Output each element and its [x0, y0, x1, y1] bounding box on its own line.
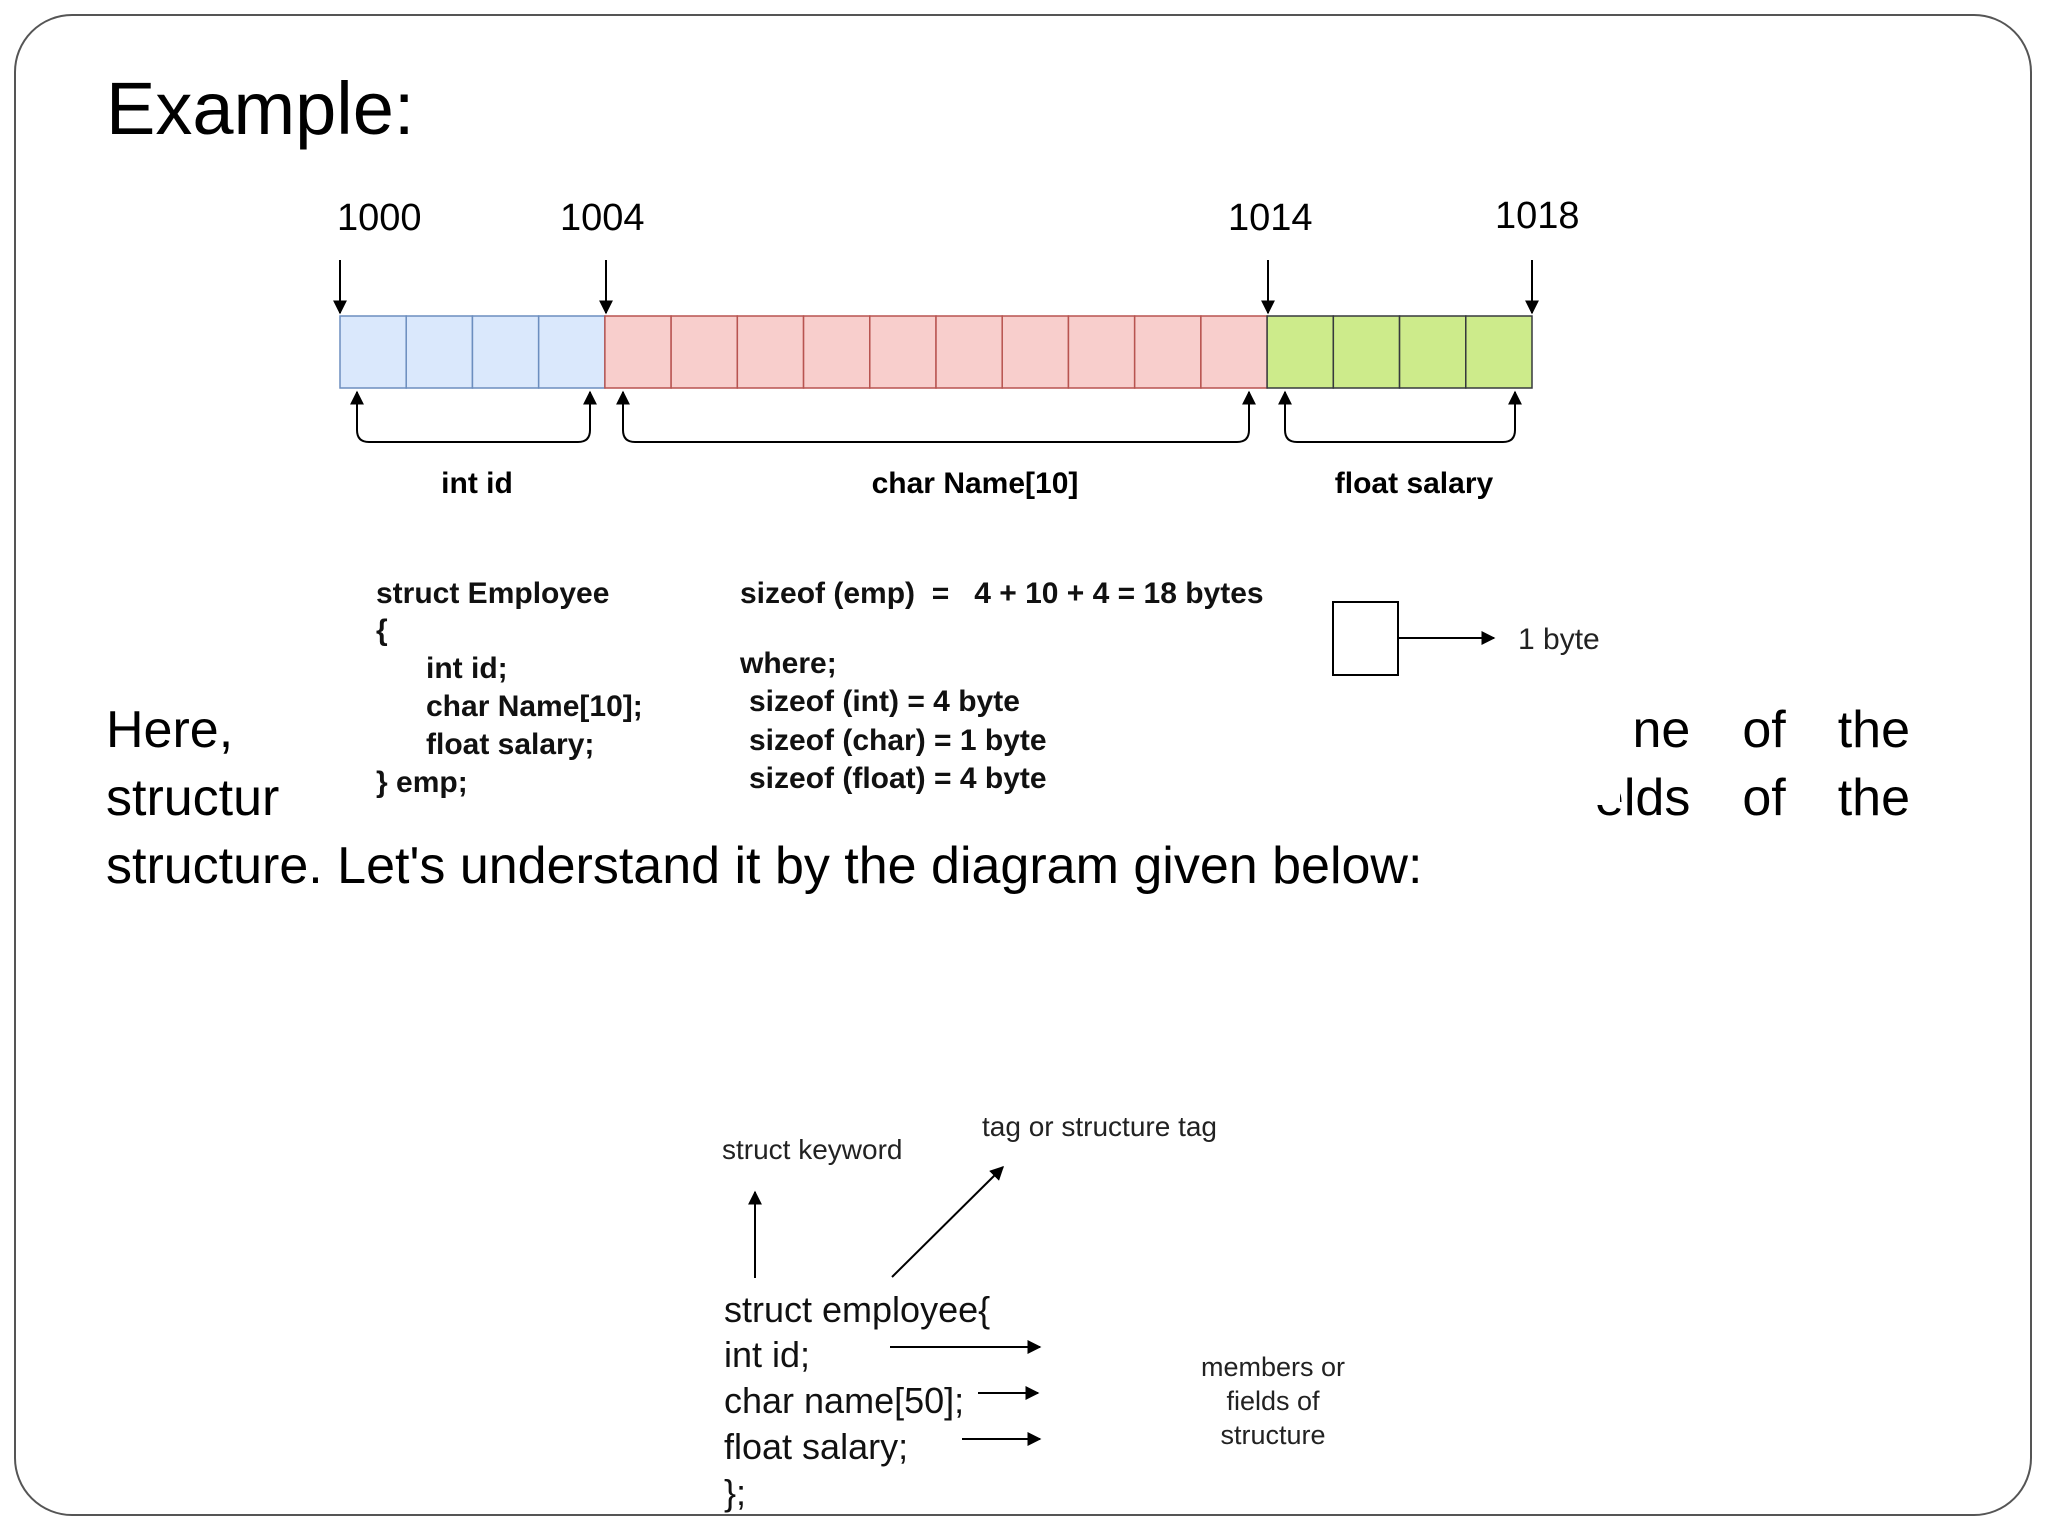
code-line: { [376, 614, 388, 647]
memory-layout-svg: 1000 1004 1014 1018 int id char Name[10]… [333, 195, 1600, 799]
tag-arrow [891, 1166, 1004, 1278]
sizeof-line: sizeof (char) = 1 byte [749, 724, 1047, 757]
address-label: 1000 [337, 197, 422, 239]
struct-anatomy-diagram: struct keyword tag or structure tag stru… [700, 1100, 1380, 1530]
code-line: float salary; [426, 728, 594, 761]
memory-byte-cell [802, 315, 871, 389]
field-label-float-salary: float salary [1335, 467, 1494, 500]
memory-byte-cell [736, 315, 805, 389]
address-label: 1004 [560, 197, 645, 239]
struct-code-line: float salary; [724, 1426, 908, 1467]
struct-code-line: struct employee{ [724, 1289, 990, 1330]
address-label: 1014 [1228, 197, 1313, 239]
byte-legend-box [1332, 601, 1399, 676]
structure-tag-label: tag or structure tag [982, 1111, 1217, 1142]
memory-byte-cell [1133, 315, 1202, 389]
memory-byte-cell [537, 315, 606, 389]
field-bracket [1278, 390, 1522, 443]
memory-byte-cell [935, 315, 1003, 389]
memory-byte-cell [1001, 315, 1070, 389]
memory-byte-cell [1266, 315, 1335, 389]
paragraph-word: the [1837, 701, 1910, 759]
code-line: } emp; [376, 766, 468, 799]
sizeof-line: where; [739, 647, 837, 680]
memory-byte-cell [869, 315, 937, 389]
memory-byte-cell [1465, 315, 1533, 389]
memory-byte-cell [339, 315, 407, 389]
code-line: char Name[10]; [426, 690, 643, 723]
memory-byte-cell [405, 315, 474, 389]
members-label: members or [1201, 1352, 1345, 1382]
sizeof-line: sizeof (emp) = 4 + 10 + 4 = 18 bytes [740, 577, 1264, 610]
paragraph-word: of [1742, 769, 1786, 827]
memory-byte-cell [471, 315, 540, 389]
members-label: fields of [1226, 1386, 1320, 1416]
field-bracket [350, 390, 597, 443]
code-line: struct Employee [376, 577, 609, 610]
struct-anatomy-svg: struct keyword tag or structure tag stru… [722, 1111, 1345, 1513]
sizeof-line: sizeof (int) = 4 byte [749, 685, 1020, 718]
members-label: structure [1220, 1420, 1325, 1450]
paragraph-word: ne [1632, 701, 1691, 759]
address-label: 1018 [1495, 195, 1580, 237]
paragraph-line-2: structur elds of the [106, 768, 1910, 828]
field-label-int-id: int id [441, 467, 513, 500]
code-line: int id; [426, 652, 508, 685]
memory-byte-cell [1332, 315, 1401, 389]
paragraph-line-1-start: Here, [106, 701, 234, 759]
memory-byte-cell [1200, 315, 1268, 389]
paragraph-word: of [1742, 701, 1786, 759]
struct-keyword-label: struct keyword [722, 1134, 903, 1165]
sizeof-line: sizeof (float) = 4 byte [749, 762, 1047, 795]
slide-title: Example: [106, 67, 415, 150]
paragraph-line-3: structure. Let's understand it by the di… [106, 837, 1423, 895]
struct-code-line: }; [724, 1472, 746, 1513]
memory-byte-cell [670, 315, 739, 389]
struct-code-line: char name[50]; [724, 1380, 964, 1421]
memory-layout-diagram: 1000 1004 1014 1018 int id char Name[10]… [300, 150, 1620, 805]
byte-legend-label: 1 byte [1518, 623, 1600, 656]
memory-byte-cell [1067, 315, 1136, 389]
memory-byte-cell [604, 315, 672, 389]
memory-byte-cell [1398, 315, 1467, 389]
field-label-char-name: char Name[10] [872, 467, 1079, 500]
memory-cells [339, 315, 1533, 389]
paragraph-line-1: Here, ne of the [106, 700, 1910, 760]
paragraph-word: the [1837, 769, 1910, 827]
paragraph-line-2-start: structur [106, 769, 280, 827]
struct-code-line: int id; [724, 1334, 810, 1375]
field-bracket [616, 390, 1256, 443]
